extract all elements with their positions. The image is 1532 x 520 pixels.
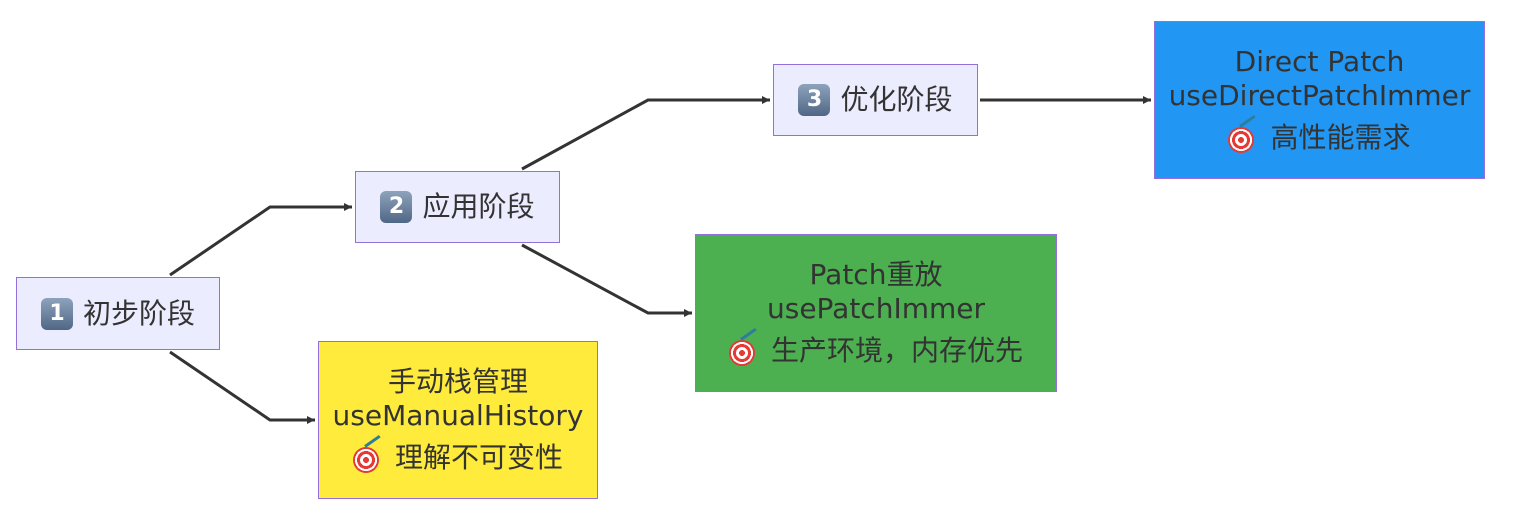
direct-patch-title: Direct Patch bbox=[1234, 45, 1405, 78]
manual-history-hook: useManualHistory bbox=[332, 399, 584, 432]
edge-stage1-to-manual-history bbox=[169, 350, 315, 424]
keycap-number-icon: 2 bbox=[380, 191, 413, 223]
stage-2-node: 2 应用阶段 bbox=[355, 171, 560, 243]
patch-immer-goal: 生产环境，内存优先 bbox=[728, 327, 1023, 368]
stage-3-label: 优化阶段 bbox=[840, 83, 953, 116]
manual-history-goal: 理解不可变性 bbox=[352, 434, 563, 475]
edge-stage2-to-patch-immer bbox=[521, 243, 692, 317]
direct-hit-target-icon bbox=[352, 434, 383, 473]
patch-immer-node: Patch重放 usePatchImmer 生产环境，内存优先 bbox=[695, 234, 1057, 392]
keycap-number-icon: 1 bbox=[40, 297, 73, 330]
stage-2-label: 应用阶段 bbox=[422, 190, 535, 223]
stage-1-label: 初步阶段 bbox=[82, 296, 195, 330]
edge-stage2-to-stage3 bbox=[521, 96, 770, 171]
keycap-number-icon: 3 bbox=[798, 84, 831, 116]
patch-immer-hook: usePatchImmer bbox=[766, 292, 985, 325]
patch-immer-title: Patch重放 bbox=[809, 258, 943, 291]
direct-patch-goal: 高性能需求 bbox=[1228, 114, 1411, 155]
manual-history-node: 手动栈管理 useManualHistory 理解不可变性 bbox=[318, 341, 598, 499]
direct-hit-target-icon bbox=[728, 327, 759, 366]
stage-1-node: 1 初步阶段 bbox=[16, 277, 220, 350]
edge-stage1-to-stage2 bbox=[169, 203, 352, 277]
stage-3-node: 3 优化阶段 bbox=[773, 64, 978, 136]
direct-hit-target-icon bbox=[1228, 114, 1258, 153]
manual-history-title: 手动栈管理 bbox=[387, 365, 528, 398]
patch-immer-goal-text: 生产环境，内存优先 bbox=[770, 334, 1023, 367]
direct-patch-hook: useDirectPatchImmer bbox=[1168, 79, 1471, 112]
manual-history-goal-text: 理解不可变性 bbox=[394, 441, 563, 474]
direct-patch-node: Direct Patch useDirectPatchImmer 高性能需求 bbox=[1154, 21, 1485, 179]
direct-patch-goal-text: 高性能需求 bbox=[1270, 121, 1411, 154]
